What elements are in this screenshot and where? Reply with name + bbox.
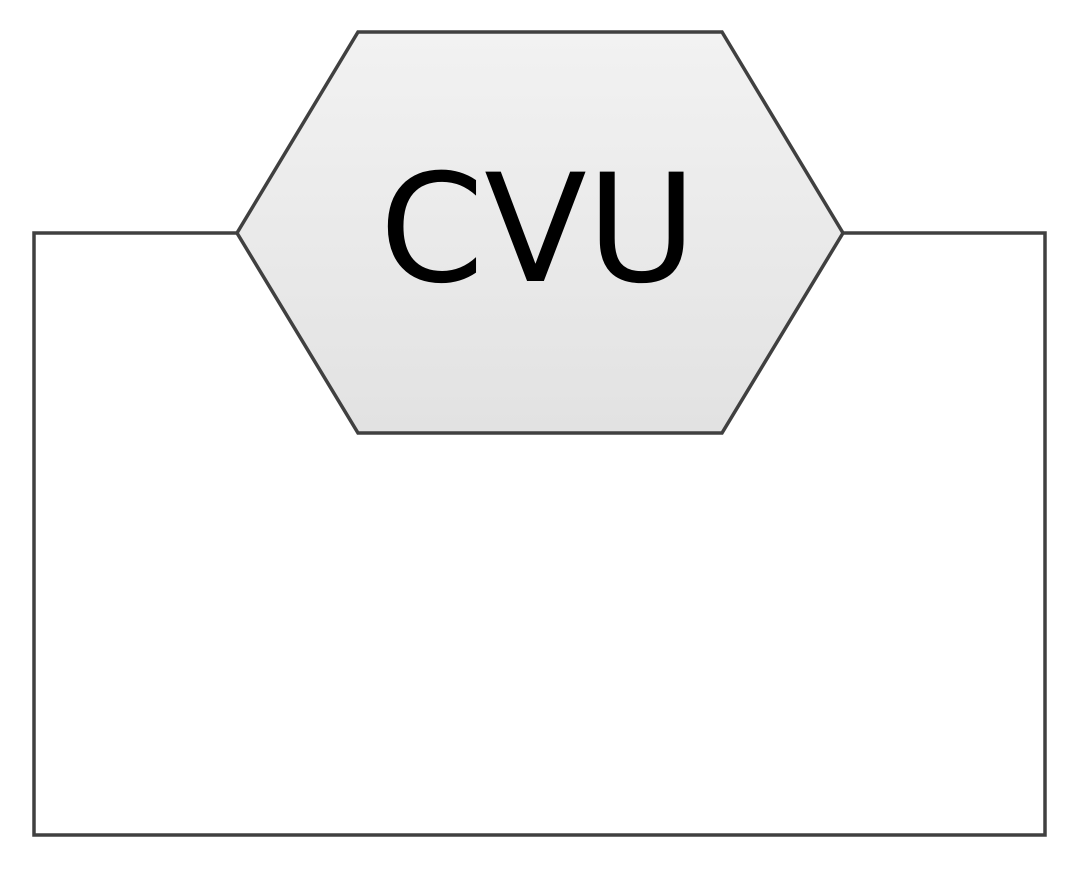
hexagon-label: CVU bbox=[379, 143, 696, 317]
hexagon-node bbox=[234, 30, 846, 435]
